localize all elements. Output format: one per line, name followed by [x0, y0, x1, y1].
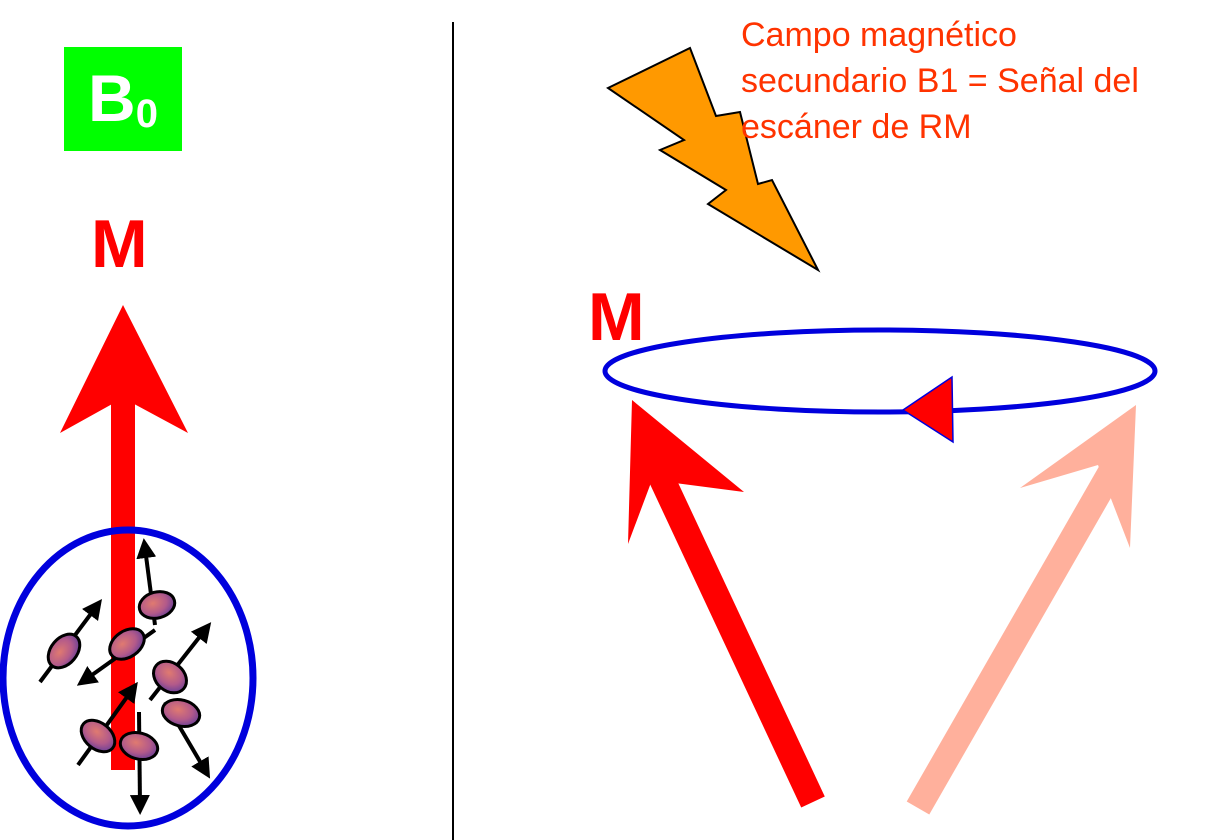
proton-spin-icon [148, 622, 212, 702]
precession-path [602, 327, 1158, 415]
proton-spin-icon [118, 711, 160, 815]
caption-line: Campo magnético [741, 16, 1017, 54]
magnetization-label-right: M [588, 279, 645, 355]
caption-line: secundario B1 = Señal del [741, 62, 1139, 100]
proton-ensemble-circle [0, 526, 257, 830]
proton-spin-icon [160, 698, 211, 779]
b0-subscript: 0 [135, 91, 158, 136]
b1-caption: Campo magnético secundario B1 = Señal de… [741, 12, 1201, 150]
caption-line: escáner de RM [741, 108, 972, 146]
magnetization-label-left: M [91, 206, 148, 282]
proton-spin-icon [136, 538, 177, 626]
proton-spin-icon [76, 681, 138, 767]
proton-spins [38, 538, 212, 815]
precession-direction-arrow [901, 375, 954, 444]
b0-label: B0 [88, 60, 158, 136]
proton-spin-icon [38, 598, 102, 684]
lightning-bolt-icon [606, 46, 821, 273]
m-vector-faded [906, 405, 1136, 815]
proton-spin-icon [76, 627, 157, 686]
b0-field-badge: B0 [64, 47, 182, 151]
m-vector-tilted [628, 400, 825, 808]
